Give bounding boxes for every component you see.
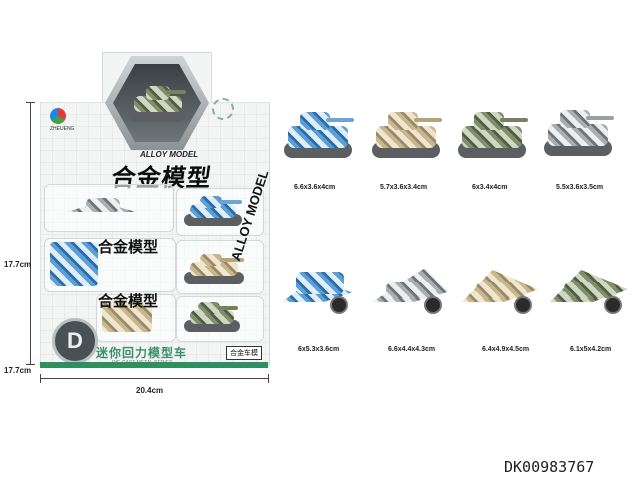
- badge: 合金车模: [226, 346, 262, 360]
- card-title-middle: 合金模型: [98, 239, 159, 256]
- card-jet-image: [66, 192, 136, 222]
- product-size-1: 6.6x3.6x4cm: [294, 184, 336, 191]
- height-label-bottom: 17.7cm: [4, 366, 32, 375]
- blister-window: [44, 184, 174, 232]
- emblem-tank-image: [128, 84, 188, 124]
- width-line: [40, 378, 268, 379]
- product-size-8: 6.1x5x4.2cm: [570, 346, 612, 353]
- card-tank-image: [184, 194, 244, 226]
- subtitle-cn: 迷你回力模型车: [96, 346, 188, 360]
- product-tank-sand: [370, 110, 444, 160]
- card-tank-image: [184, 252, 246, 284]
- product-tank-green: [456, 110, 530, 160]
- product-tank-blue: [282, 110, 356, 160]
- tagline: ALLOY MODEL: [140, 150, 199, 159]
- product-code: DK00983767: [504, 458, 595, 476]
- product-size-3: 6x3.4x4cm: [472, 184, 508, 191]
- product-size-2: 5.7x3.6x3.4cm: [380, 184, 428, 191]
- green-strip: [40, 362, 268, 368]
- width-tick: [40, 374, 41, 383]
- brand-name: ZHEUENG: [50, 126, 75, 132]
- width-tick: [268, 374, 269, 383]
- card-tank-image: [184, 302, 242, 332]
- card-title-lower: 合金模型: [98, 293, 159, 310]
- product-jet-sand: [462, 262, 542, 316]
- product-size-6: 6.6x4.4x4.3cm: [388, 346, 436, 353]
- card-jet-image: [50, 242, 98, 286]
- product-jet-grey: [372, 262, 452, 316]
- height-label-top: 17.7cm: [4, 260, 32, 269]
- product-size-7: 6.4x4.9x4.5cm: [482, 346, 530, 353]
- product-jet-green: [550, 262, 632, 316]
- brand-logo-icon: [50, 108, 66, 124]
- product-tank-grey: [542, 106, 616, 160]
- gear-icon: [212, 98, 234, 120]
- height-tick: [26, 102, 35, 103]
- card-jet-image: [102, 298, 152, 334]
- product-size-5: 6x5.3x3.6cm: [298, 346, 340, 353]
- height-line: [30, 102, 31, 364]
- product-size-4: 5.5x3.6x3.5cm: [556, 184, 604, 191]
- product-jet-blue: [282, 258, 358, 316]
- width-label: 20.4cm: [136, 386, 164, 395]
- height-tick: [26, 364, 35, 365]
- emblem-d-icon: D: [52, 318, 98, 364]
